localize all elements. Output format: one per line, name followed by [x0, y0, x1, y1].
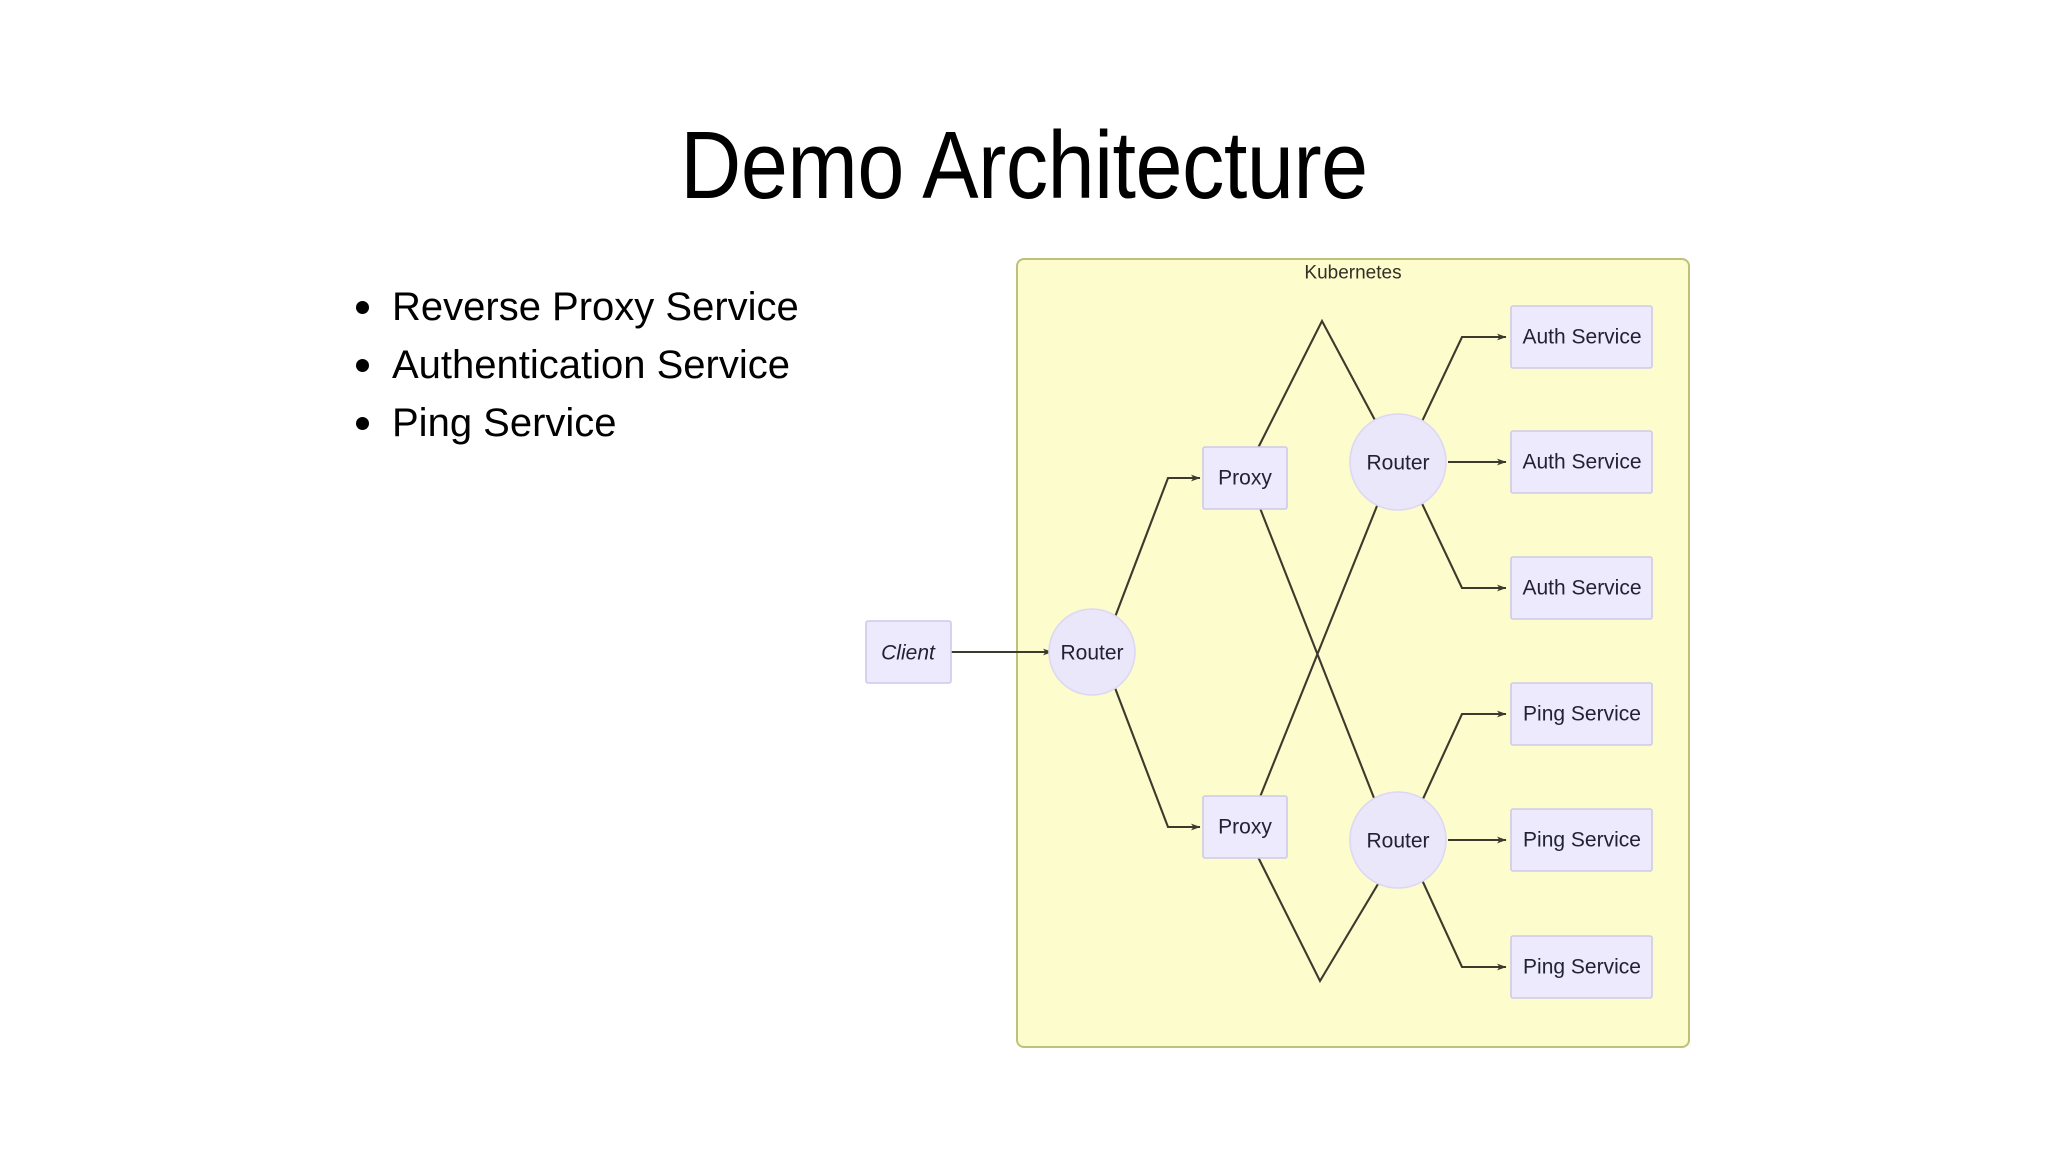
node-ping-service-2-shape	[1510, 808, 1653, 872]
node-router-auth-label: Router	[1366, 452, 1429, 475]
node-router-auth-shape	[1349, 413, 1447, 511]
list-item-label: Ping Service	[392, 401, 617, 445]
node-ping-service-3-shape	[1510, 935, 1653, 999]
edge-proxy-top-to-router-ping	[1257, 502, 1386, 827]
edge-ingress-router-to-proxy-top	[1111, 474, 1201, 626]
bullet-icon	[356, 359, 369, 372]
edge-router-auth-to-auth-1	[1416, 333, 1507, 433]
node-ping-service-3-label: Ping Service	[1523, 956, 1641, 979]
node-ingress-router[interactable]: Router	[1048, 608, 1136, 696]
node-auth-service-2-label: Auth Service	[1522, 451, 1641, 474]
node-auth-service-1[interactable]: Auth Service	[1510, 305, 1653, 369]
node-router-auth[interactable]: Router	[1349, 413, 1447, 511]
kubernetes-cluster-boundary	[1016, 258, 1690, 1048]
node-router-ping[interactable]: Router	[1349, 791, 1447, 889]
edge-proxy-top-to-router-auth	[1255, 318, 1385, 453]
node-ping-service-1-shape	[1510, 682, 1653, 746]
bullet-list: Reverse Proxy Service Authentication Ser…	[350, 278, 799, 452]
edge-proxy-bottom-to-router-auth	[1257, 485, 1386, 803]
list-item: Reverse Proxy Service	[350, 278, 799, 336]
node-ping-service-2[interactable]: Ping Service	[1510, 808, 1653, 872]
node-proxy-top-shape	[1202, 446, 1288, 510]
bullet-icon	[356, 417, 369, 430]
list-item: Ping Service	[350, 394, 799, 452]
node-client-shape	[865, 620, 952, 684]
edge-proxy-bottom-to-router-ping	[1255, 852, 1385, 984]
edge-router-auth-to-auth-3	[1416, 492, 1507, 592]
page-title: Demo Architecture	[680, 112, 1368, 219]
node-auth-service-3-label: Auth Service	[1522, 577, 1641, 600]
node-client-label: Client	[881, 642, 936, 665]
node-proxy-top[interactable]: Proxy	[1202, 446, 1288, 510]
node-auth-service-1-shape	[1510, 305, 1653, 369]
node-proxy-bottom-shape	[1202, 795, 1288, 859]
kubernetes-cluster-label: Kubernetes	[1304, 263, 1401, 284]
edge-ingress-router-to-proxy-bottom	[1111, 679, 1201, 831]
node-ingress-router-shape	[1048, 608, 1136, 696]
node-auth-service-3-shape	[1510, 556, 1653, 620]
bullet-icon	[356, 301, 369, 314]
edge-router-ping-to-ping-1	[1416, 710, 1507, 813]
edge-router-ping-to-ping-3	[1416, 868, 1507, 971]
node-ingress-router-label: Router	[1060, 642, 1123, 665]
node-proxy-bottom-label: Proxy	[1218, 816, 1272, 839]
node-ping-service-1[interactable]: Ping Service	[1510, 682, 1653, 746]
node-router-ping-shape	[1349, 791, 1447, 889]
node-auth-service-1-label: Auth Service	[1522, 326, 1641, 349]
node-proxy-top-label: Proxy	[1218, 467, 1272, 490]
node-router-ping-label: Router	[1366, 830, 1429, 853]
list-item: Authentication Service	[350, 336, 799, 394]
node-proxy-bottom[interactable]: Proxy	[1202, 795, 1288, 859]
node-auth-service-2[interactable]: Auth Service	[1510, 430, 1653, 494]
list-item-label: Reverse Proxy Service	[392, 285, 799, 329]
list-item-label: Authentication Service	[392, 343, 791, 387]
node-auth-service-2-shape	[1510, 430, 1653, 494]
node-auth-service-3[interactable]: Auth Service	[1510, 556, 1653, 620]
node-ping-service-2-label: Ping Service	[1523, 829, 1641, 852]
node-ping-service-1-label: Ping Service	[1523, 703, 1641, 726]
node-ping-service-3[interactable]: Ping Service	[1510, 935, 1653, 999]
node-client[interactable]: Client	[865, 620, 952, 684]
